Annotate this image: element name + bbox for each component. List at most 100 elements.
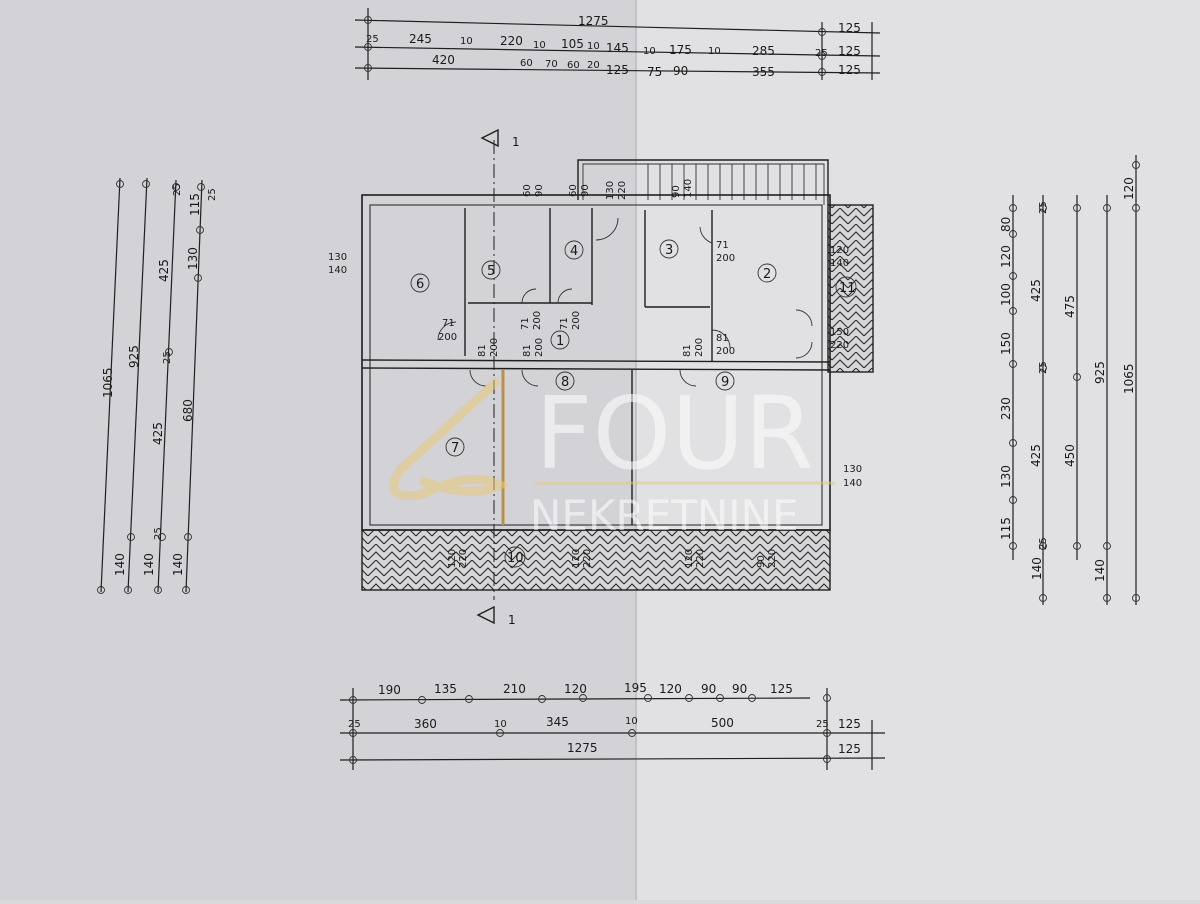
- section-marker-top: 1: [480, 128, 520, 149]
- dim: 90: [701, 682, 716, 696]
- dim: 120: [999, 245, 1013, 268]
- bottom-dimension-chains: 190 135 210 120 195 120 90 90 125 25 360…: [339, 681, 886, 770]
- opening-dim: 120: [447, 549, 458, 568]
- opening-dim: 140: [328, 265, 347, 276]
- dim: 475: [1063, 295, 1077, 318]
- dim: 130: [999, 465, 1013, 488]
- room-number: 11: [839, 281, 856, 296]
- dim: 420: [432, 53, 455, 67]
- dim: 120: [564, 682, 587, 696]
- opening-dim: 90: [534, 184, 545, 197]
- dim: 25: [816, 719, 829, 730]
- dim: 195: [624, 681, 647, 695]
- dim: 345: [546, 715, 569, 729]
- room-number: 8: [561, 375, 569, 390]
- paper-left-half: [0, 0, 636, 900]
- opening-dim: 81: [522, 344, 533, 357]
- dim: 425: [1029, 279, 1043, 302]
- paper-right-half: [636, 0, 1200, 900]
- section-label: 1: [508, 613, 516, 627]
- right-dimension-chains: 80 120 100 150 230 130 115 140 425 25 25…: [999, 155, 1140, 605]
- dim: 125: [606, 63, 629, 77]
- top-dimension-chains: 1275 125 25 245 10 220 10 105 10 145 10 …: [354, 8, 881, 80]
- room-7: 7: [445, 437, 465, 457]
- dim: 10: [494, 719, 507, 730]
- dim: 130: [186, 247, 200, 270]
- room-number: 4: [570, 244, 578, 259]
- dim-top-1275: 1275: [578, 14, 609, 28]
- dim: 1275: [567, 741, 598, 755]
- room-3: 3: [659, 239, 679, 259]
- section-marker-bottom: 1: [476, 605, 516, 627]
- dim: 425: [157, 259, 171, 282]
- watermark: FOUR NEKRETNINE: [388, 375, 835, 540]
- dim: 450: [1063, 444, 1077, 467]
- opening-dim: 200: [534, 338, 545, 357]
- dim: 175: [669, 43, 692, 57]
- dim: 150: [999, 332, 1013, 355]
- dim: 70: [545, 59, 558, 70]
- dim: 25: [348, 719, 361, 730]
- room-2: 2: [757, 263, 777, 283]
- dim: 120: [659, 682, 682, 696]
- opening-dim: 200: [532, 311, 543, 330]
- dim: 925: [127, 345, 141, 368]
- room-5: 5: [481, 260, 501, 280]
- dim: 140: [113, 553, 127, 576]
- room-number: 6: [416, 277, 424, 292]
- opening-dim: 150: [830, 327, 849, 338]
- room-10: 10: [504, 546, 526, 568]
- dim: 25: [1038, 201, 1049, 214]
- dim: 25: [207, 188, 218, 201]
- watermark-line1: FOUR: [535, 375, 814, 492]
- room-number: 2: [763, 267, 771, 282]
- opening-dim: 140: [830, 258, 849, 269]
- dim: 925: [1093, 361, 1107, 384]
- room-number: 7: [451, 441, 459, 456]
- opening-dim: 220: [617, 181, 628, 200]
- opening-dim: 120: [571, 549, 582, 568]
- opening-dim: 71: [559, 317, 570, 330]
- dim: 20: [587, 60, 600, 71]
- dim: 140: [142, 553, 156, 576]
- opening-dim: 120: [684, 549, 695, 568]
- opening-dim: 130: [328, 252, 347, 263]
- room-1: 1: [550, 330, 570, 350]
- watermark-line2: NEKRETNINE: [530, 491, 799, 540]
- dim: 105: [561, 37, 584, 51]
- opening-dim: 81: [477, 344, 488, 357]
- dim: 125: [838, 717, 861, 731]
- dim: 355: [752, 65, 775, 79]
- dim: 80: [999, 217, 1013, 232]
- dim: 25: [172, 183, 183, 196]
- dim: 10: [460, 36, 473, 47]
- opening-dim: 220: [458, 549, 469, 568]
- room-number: 3: [665, 243, 673, 258]
- dim: 90: [732, 682, 747, 696]
- balcony-hatch: [361, 529, 831, 591]
- dim: 10: [708, 46, 721, 57]
- opening-dim: 60: [568, 184, 579, 197]
- opening-dim: 200: [694, 338, 705, 357]
- room-number: 1: [556, 334, 564, 349]
- dim: 230: [999, 397, 1013, 420]
- dim: 680: [181, 399, 195, 422]
- dim: 60: [520, 58, 533, 69]
- opening-labels: 130 140 60 90 60 90 130 220 90 140 71 20…: [328, 179, 862, 568]
- section-label: 1: [512, 135, 520, 149]
- opening-dim: 200: [489, 338, 500, 357]
- door-swings: [437, 217, 813, 387]
- room-6: 6: [410, 273, 430, 293]
- opening-dim: 220: [582, 549, 593, 568]
- dim: 145: [606, 41, 629, 55]
- dim: 425: [151, 422, 165, 445]
- dim: 75: [647, 65, 662, 79]
- opening-dim: 130: [843, 464, 862, 475]
- room-number: 10: [507, 551, 524, 566]
- opening-dim: 71: [716, 240, 729, 251]
- terrace-hatch: [827, 204, 874, 373]
- room-8: 8: [555, 371, 575, 391]
- dim: 25: [1038, 537, 1049, 550]
